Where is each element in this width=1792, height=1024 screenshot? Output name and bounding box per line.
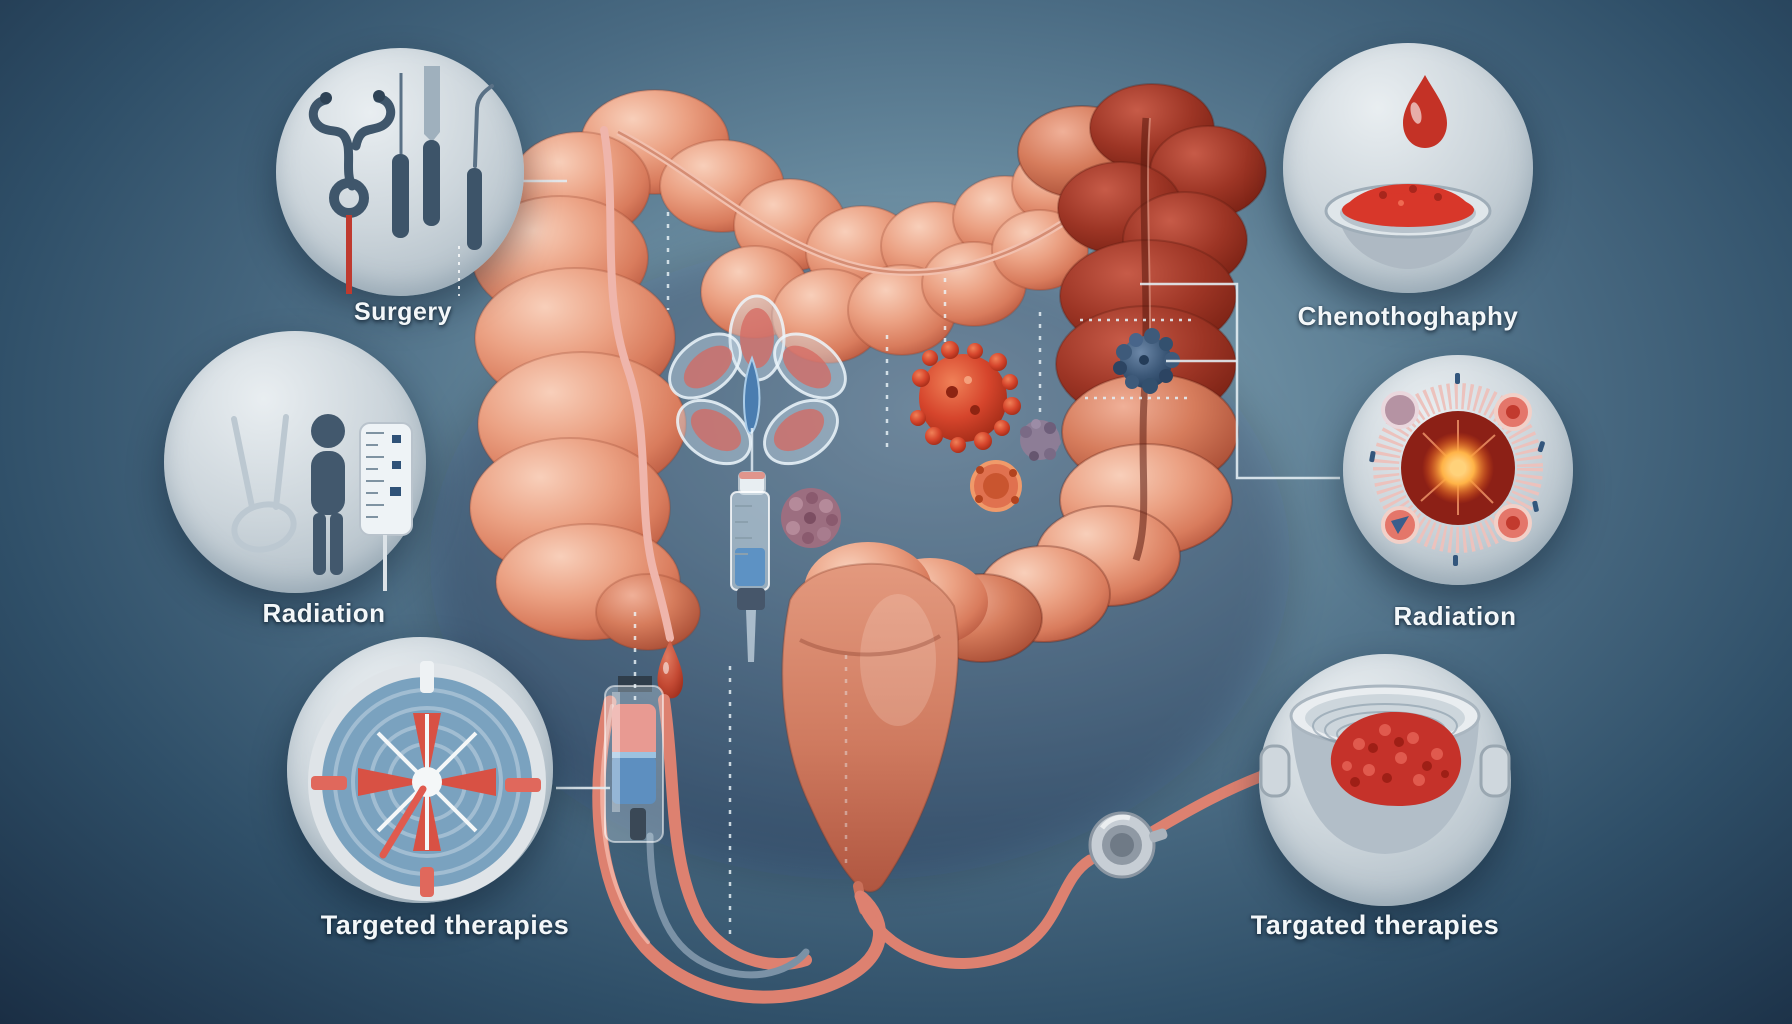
stethoscope-tool [308, 93, 396, 218]
callout-circle-targeted-left [287, 637, 553, 903]
scalpel-tool [423, 66, 440, 226]
taenia-coli-band [616, 128, 1111, 277]
dashed-leader-lines [633, 212, 1042, 935]
callout-circle-surgery [276, 48, 524, 296]
hook-probe-tool [467, 84, 494, 250]
red-droplet [1403, 75, 1447, 148]
forceps-loop [231, 414, 297, 553]
flower-structure [668, 294, 847, 490]
surgery-label: Surgery [354, 298, 452, 326]
callout-circle-radiation-right [1343, 355, 1573, 585]
chemotherapy-label: Chenothoghaphy [1297, 301, 1519, 331]
probe-tool [392, 73, 409, 238]
iv-gauge [359, 422, 413, 591]
surgical-instruments-icon [308, 66, 494, 296]
red-beads [1330, 712, 1462, 806]
dartboard-target-icon [308, 661, 546, 901]
red-needle [379, 785, 427, 859]
cancer-cell-purple [1020, 419, 1061, 461]
callout-circle-chemotherapy [1283, 43, 1533, 293]
syringe [730, 471, 770, 662]
targeted-therapies-left-label: Targeted therapies [320, 910, 570, 940]
cancer-cell-orange-ring [970, 460, 1022, 512]
connector-lines [516, 179, 1340, 790]
radiation-target-glow-icon [1369, 373, 1545, 566]
tumor-nodule [1113, 328, 1180, 394]
drip-droplet [657, 640, 684, 699]
pot-of-red-beads-icon [1259, 684, 1511, 854]
edge-markers [311, 661, 541, 897]
radial-stripe-ring [1373, 383, 1543, 553]
dartboard-hub [412, 767, 442, 797]
rectum [781, 542, 988, 915]
vessel-strand [600, 126, 684, 699]
radiation-left-label: Radiation [262, 598, 386, 628]
targeted-therapies-right-label: Targated therapies [1250, 910, 1500, 940]
tubing [592, 694, 1268, 1004]
flower-pistil [743, 355, 761, 434]
tick-glyphs [1369, 373, 1545, 566]
cancer-cell-large-red [910, 341, 1021, 453]
stethoscope-icon [1088, 811, 1168, 879]
iv-drip-chamber [604, 676, 664, 843]
cancer-cell-mauve-cluster [781, 488, 841, 548]
callout-circle-targeted-right [1259, 654, 1511, 906]
chemo-bowl [1324, 183, 1492, 269]
bowl-of-red-powder-droplet-icon [1324, 75, 1492, 269]
forceps-patient-iv-gauge-icon [231, 414, 413, 591]
patient-silhouette [311, 414, 345, 575]
cell-samples [1381, 391, 1532, 544]
callout-circle-radiation-left [164, 331, 426, 593]
radiation-right-label: Radiation [1393, 601, 1517, 631]
